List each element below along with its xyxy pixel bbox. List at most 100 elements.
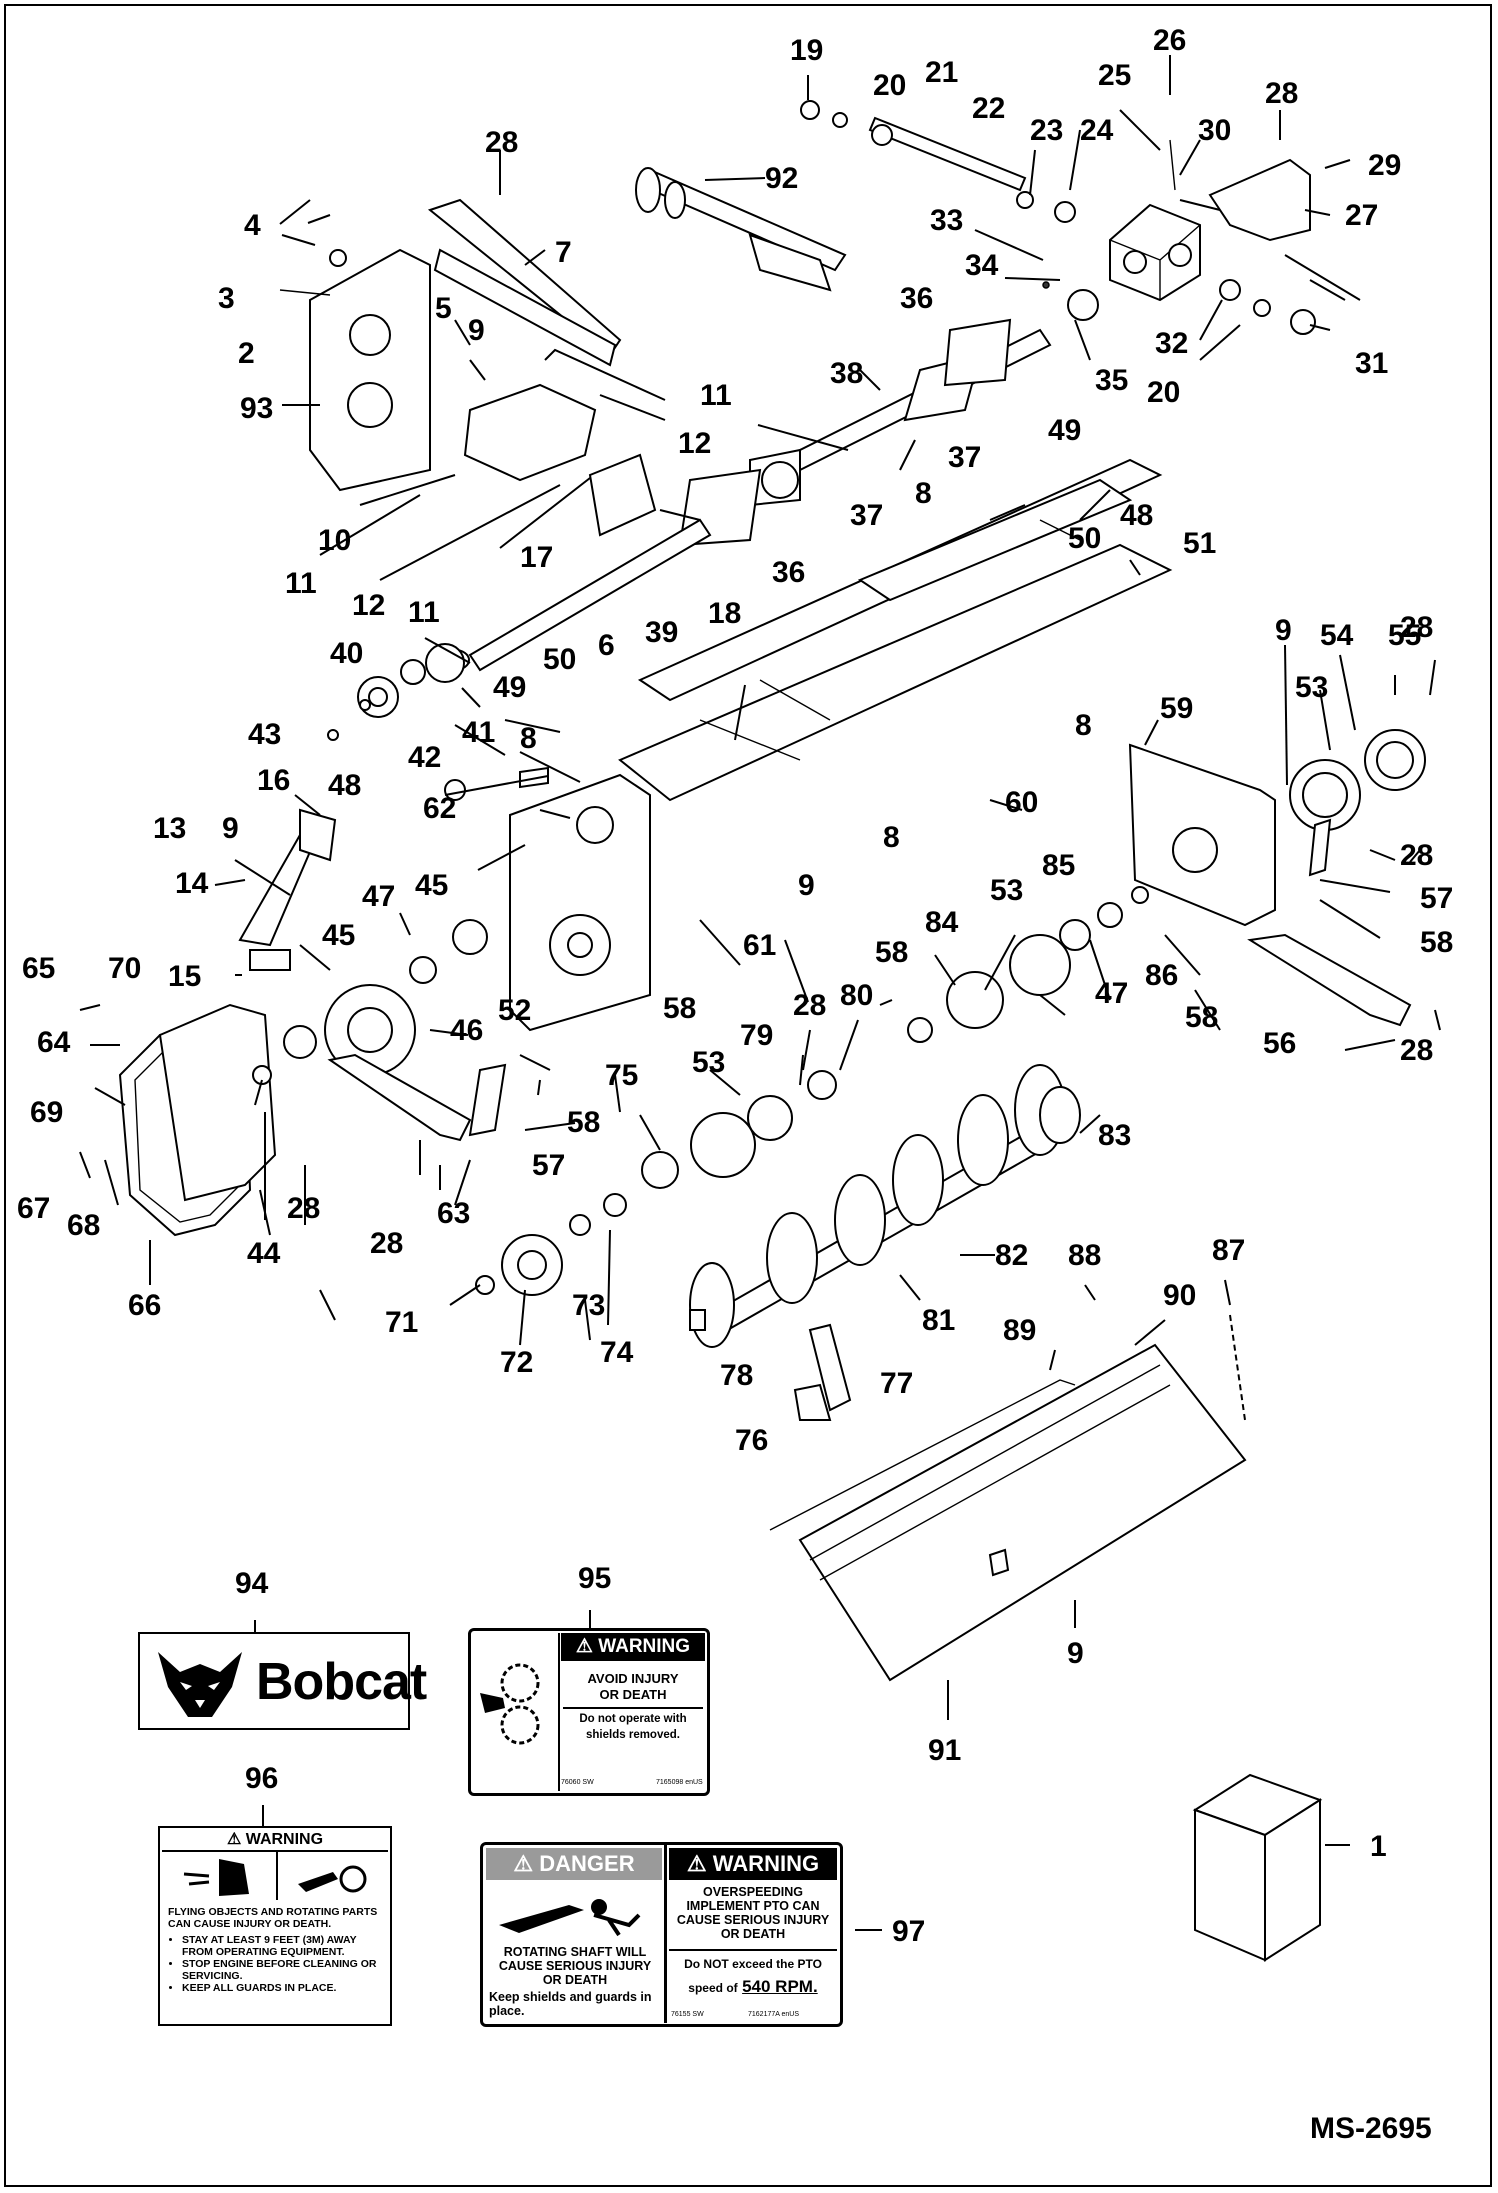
frame-beam — [618, 458, 1173, 802]
callout-81: 81 — [922, 1304, 955, 1337]
callout-43: 43 — [248, 718, 281, 751]
callout-62: 62 — [423, 792, 456, 825]
callout-47b: 47 — [1095, 977, 1128, 1010]
decal-94-bobcat: Bobcat — [138, 1632, 427, 1730]
decal-97-code-right: 7162177A enUS — [748, 2011, 799, 2018]
callout-84: 84 — [925, 906, 959, 939]
callout-41: 41 — [462, 716, 495, 749]
decal-95-code-right: 7165098 enUS — [656, 1779, 703, 1786]
callout-70: 70 — [108, 952, 141, 985]
callout-56: 56 — [1263, 1027, 1296, 1060]
callout-79: 79 — [740, 1019, 773, 1052]
idler-arm — [238, 808, 337, 971]
callout-48b: 48 — [1120, 499, 1153, 532]
decal-97-speed-label: speed of — [688, 1981, 738, 1995]
callout-34: 34 — [965, 249, 999, 282]
callout-28a: 28 — [485, 126, 518, 159]
callout-73: 73 — [572, 1289, 605, 1322]
callout-21: 21 — [925, 56, 958, 89]
callout-51: 51 — [1183, 527, 1216, 560]
gearbox — [1109, 139, 1311, 302]
decal-97-rpm: 540 RPM. — [742, 1977, 818, 1996]
decal-97-warning-text2a: Do NOT exceed the PTO — [684, 1957, 822, 1971]
callout-80: 80 — [840, 979, 873, 1012]
callout-72: 72 — [500, 1346, 533, 1379]
callout-9c: 9 — [222, 812, 239, 845]
callout-9b: 9 — [1275, 614, 1292, 647]
bobcat-logo-icon — [158, 1652, 242, 1717]
callout-91: 91 — [928, 1734, 961, 1767]
lower-bearings — [641, 886, 1149, 1189]
callout-20a: 20 — [873, 69, 906, 102]
callout-2: 2 — [238, 337, 255, 370]
callout-33: 33 — [930, 204, 963, 237]
input-shaft — [800, 100, 1076, 223]
rear-shield — [769, 1343, 1247, 1682]
callout-20b: 20 — [1147, 376, 1180, 409]
callout-61: 61 — [743, 929, 776, 962]
callout-13: 13 — [153, 812, 186, 845]
callout-45a: 45 — [415, 869, 448, 902]
callout-25: 25 — [1098, 59, 1131, 92]
callout-1: 1 — [1370, 1830, 1387, 1863]
callout-63: 63 — [437, 1197, 470, 1230]
tiller-rotor — [689, 1064, 1081, 1348]
decal-96-bullet: STAY AT LEAST 9 FEET (3M) AWAY FROM OPER… — [182, 1934, 387, 1958]
side-plate-right — [1128, 743, 1276, 927]
mount-bracket — [279, 198, 622, 492]
decal-97-code-left: 76155 SW — [671, 2011, 704, 2018]
callout-28g: 28 — [287, 1192, 320, 1225]
callout-88: 88 — [1068, 1239, 1101, 1272]
decal-95-line4: shields removed. — [586, 1729, 680, 1741]
callout-58e: 58 — [567, 1106, 600, 1139]
callout-57b: 57 — [532, 1149, 565, 1182]
callout-8d: 8 — [883, 821, 900, 854]
callout-54: 54 — [1320, 619, 1354, 652]
callout-65: 65 — [22, 952, 55, 985]
decal-95-line1: AVOID INJURY — [587, 1671, 679, 1686]
callout-24: 24 — [1080, 114, 1114, 147]
callout-92: 92 — [765, 162, 798, 195]
decal-97-warning-text1: OVERSPEEDING IMPLEMENT PTO CAN CAUSE SER… — [676, 1885, 830, 1941]
gear-shield — [463, 383, 657, 537]
callout-58d: 58 — [663, 992, 696, 1025]
decal-97-divider — [669, 1949, 837, 1951]
callout-28h: 28 — [370, 1227, 403, 1260]
callout-12b: 12 — [352, 589, 385, 622]
callout-71: 71 — [385, 1306, 418, 1339]
callout-97: 97 — [892, 1915, 925, 1948]
callout-93: 93 — [240, 392, 273, 425]
decal-97-danger-text1: ROTATING SHAFT WILL CAUSE SERIOUS INJURY… — [498, 1945, 652, 1987]
callout-labels: 1 2 3 4 5 6 7 8 8 8 8 9 9 9 9 9 10 11 11… — [17, 24, 1453, 1948]
callout-15: 15 — [168, 960, 201, 993]
gearbox-seals — [1042, 279, 1316, 335]
callout-64: 64 — [37, 1026, 71, 1059]
callout-11b: 11 — [285, 567, 317, 600]
callout-6: 6 — [598, 629, 615, 662]
sprocket-upper — [252, 984, 416, 1085]
callout-28b: 28 — [1265, 77, 1298, 110]
decal-95-line3: Do not operate with — [579, 1713, 687, 1725]
skid-left — [327, 1053, 507, 1142]
callout-49b: 49 — [493, 671, 526, 704]
callout-95: 95 — [578, 1562, 611, 1595]
callout-45b: 45 — [322, 919, 355, 952]
callout-58b: 58 — [1185, 1001, 1218, 1034]
callout-10: 10 — [318, 524, 351, 557]
bearing-right — [1289, 729, 1426, 831]
callout-17: 17 — [520, 541, 553, 574]
callout-37b: 37 — [850, 499, 883, 532]
decal-96-bullet: STOP ENGINE BEFORE CLEANING OR SERVICING… — [182, 1958, 387, 1982]
callout-67: 67 — [17, 1192, 50, 1225]
decal-96-header: ⚠ WARNING — [162, 1830, 388, 1852]
decal-96-bullet: KEEP ALL GUARDS IN PLACE. — [182, 1982, 387, 1994]
decal-96-intro: FLYING OBJECTS AND ROTATING PARTS CAN CA… — [168, 1906, 378, 1930]
sprocket-lower — [475, 1193, 627, 1296]
decal-97-danger-warning: ⚠ DANGER ROTATING SHAFT WILL CAUSE SERIO… — [480, 1842, 843, 2027]
callout-28c: 28 — [1400, 611, 1433, 644]
callout-86: 86 — [1145, 959, 1178, 992]
callout-87: 87 — [1212, 1234, 1245, 1267]
callout-53b: 53 — [990, 874, 1023, 907]
callout-89: 89 — [1003, 1314, 1036, 1347]
decal-95-warning: ⚠ WARNING AVOID INJURY OR DEATH Do not o… — [468, 1628, 710, 1796]
